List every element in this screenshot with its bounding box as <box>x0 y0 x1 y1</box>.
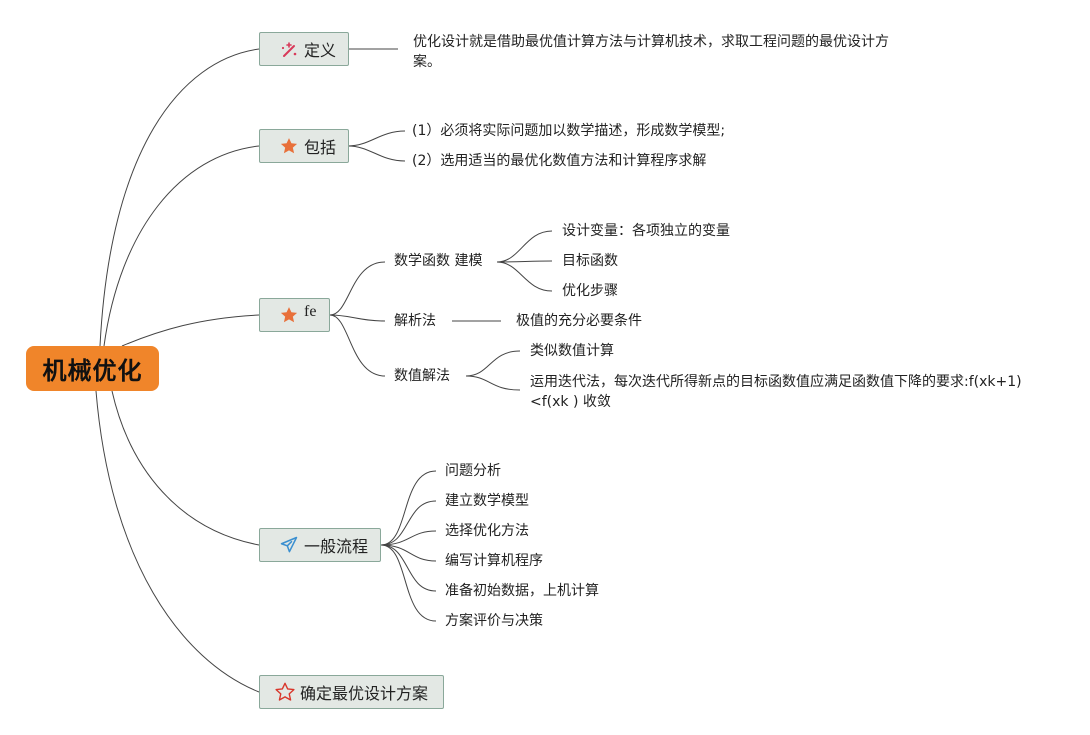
connector-root-includes <box>103 145 260 347</box>
fe-numeric-label[interactable]: 数值解法 <box>394 368 450 384</box>
connector-process-2 <box>380 500 437 546</box>
connector-root-process <box>111 390 260 546</box>
branch-definition-label: 定义 <box>304 41 337 60</box>
connector-process-5 <box>380 544 437 592</box>
connector-modeling-3 <box>496 261 553 292</box>
fe-modeling-item-2: 目标函数 <box>562 253 618 269</box>
star-filled-icon <box>278 304 300 326</box>
includes-item-1: (1）必须将实际问题加以数学描述，形成数学模型; <box>412 123 726 139</box>
paper-plane-icon <box>278 534 300 556</box>
process-item-3: 选择优化方法 <box>445 523 529 539</box>
connector-modeling-2 <box>496 260 553 263</box>
definition-text: 优化设计就是借助最优值计算方法与计算机技术，求取工程问题的最优设计方案。 <box>413 34 889 70</box>
fe-numeric-item-1: 类似数值计算 <box>530 343 614 359</box>
fe-analytic-label[interactable]: 解析法 <box>394 313 436 329</box>
process-item-6: 方案评价与决策 <box>445 613 543 629</box>
fe-modeling-item-3: 优化步骤 <box>562 283 618 299</box>
connector-process-4 <box>380 544 437 562</box>
sparkle-icon <box>278 38 300 60</box>
fe-analytic-item-1: 极值的充分必要条件 <box>516 313 642 329</box>
branch-process[interactable]: 一般流程 <box>259 528 381 562</box>
connector-includes-2 <box>347 145 406 162</box>
connector-process-1 <box>380 470 437 546</box>
star-outline-icon <box>274 681 296 703</box>
branch-includes[interactable]: 包括 <box>259 129 349 163</box>
branch-final[interactable]: 确定最优设计方案 <box>259 675 444 709</box>
connector-modeling-1 <box>496 230 553 263</box>
connector-includes-1 <box>347 130 406 147</box>
branch-final-label: 确定最优设计方案 <box>300 684 429 703</box>
connector-root-fe <box>121 314 260 347</box>
connector-process-3 <box>380 530 437 546</box>
connector-process-6 <box>380 544 437 622</box>
branch-fe[interactable]: fe <box>259 298 330 332</box>
branch-definition[interactable]: 定义 <box>259 32 349 66</box>
connector-root-final <box>95 390 260 693</box>
connector-fe-modeling <box>329 261 386 316</box>
root-node[interactable]: 机械优化 <box>26 346 159 391</box>
connector-numeric-1 <box>465 350 521 377</box>
connector-fe-analytic <box>329 314 386 322</box>
branch-fe-label: fe <box>304 303 317 320</box>
connector-numeric-2 <box>465 375 521 391</box>
connector-fe-numeric <box>329 314 386 377</box>
fe-modeling-item-1: 设计变量：各项独立的变量 <box>562 223 730 239</box>
connector-root-definition <box>99 48 260 347</box>
root-label: 机械优化 <box>42 357 143 385</box>
fe-modeling-label[interactable]: 数学函数 建模 <box>394 253 483 269</box>
process-item-2: 建立数学模型 <box>445 493 529 509</box>
process-item-5: 准备初始数据，上机计算 <box>445 583 599 599</box>
includes-item-2: (2）选用适当的最优化数值方法和计算程序求解 <box>412 153 707 169</box>
branch-process-label: 一般流程 <box>304 537 369 556</box>
process-item-1: 问题分析 <box>445 463 501 479</box>
branch-includes-label: 包括 <box>304 138 337 157</box>
fe-numeric-item-2: 运用迭代法，每次迭代所得新点的目标函数值应满足函数值下降的要求:f(xk+1)<… <box>530 374 1022 410</box>
star-filled-icon <box>278 135 300 157</box>
process-item-4: 编写计算机程序 <box>445 553 543 569</box>
